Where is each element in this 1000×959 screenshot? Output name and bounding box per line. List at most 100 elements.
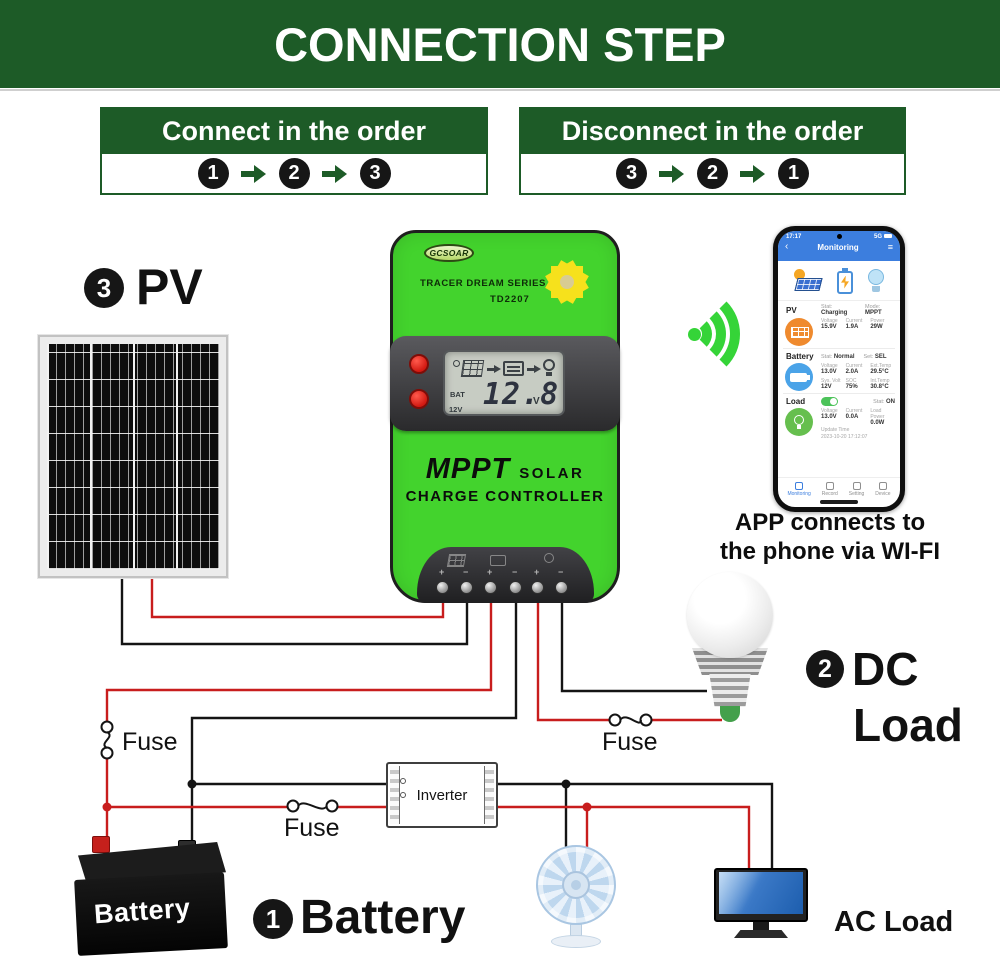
page-title: CONNECTION STEP [274, 17, 726, 71]
wifi-icon [648, 274, 774, 394]
series-label: TRACER DREAM SERIES [420, 278, 546, 289]
header-divider [0, 89, 1000, 91]
battery-card-stats: Stat: Normal Set: SEL [821, 353, 887, 360]
lcd-bulb-icon [543, 359, 555, 371]
phone-battery-icon [884, 234, 892, 239]
fan-base [551, 935, 601, 948]
arrow-right-icon [659, 164, 685, 184]
phone-header: 17:17 5G ‹ Monitoring ≡ [778, 231, 900, 261]
back-icon: ‹ [785, 241, 789, 252]
solar-label: SOLAR [519, 465, 585, 482]
lcd-arrow-icon [527, 365, 541, 374]
setting-icon [852, 482, 861, 490]
terminal-sign: + [439, 567, 445, 577]
battery-stat-value: Normal [833, 353, 855, 360]
menu-button [409, 389, 429, 409]
terminal-sign: + [487, 567, 493, 577]
fuse-inverter-symbol [286, 799, 339, 813]
solar-panel [38, 335, 228, 578]
bulb-contact-tip [720, 706, 740, 722]
smartphone: 17:17 5G ‹ Monitoring ≡ [773, 226, 905, 512]
junction-dots [102, 779, 592, 812]
step-circle: 2 [278, 158, 310, 189]
terminal-sign: − [512, 567, 518, 577]
camera-icon [837, 234, 842, 239]
battery-set-value: SEL [874, 353, 887, 360]
sun-icon [541, 256, 593, 308]
pv-card-icon [785, 318, 813, 346]
phone-nav-title: Monitoring [817, 242, 859, 252]
model-label: TD2207 [490, 294, 530, 305]
connect-order-title: Connect in the order [102, 109, 486, 154]
bulb-screw-base [709, 674, 751, 707]
brand-logo: GCSOAR [424, 244, 474, 262]
monitor-base [734, 930, 788, 938]
lcd-unit: V [533, 396, 540, 407]
load-card-icon [785, 408, 813, 436]
battery-number-badge: 1 [253, 899, 293, 939]
fuse-battery-label: Fuse [122, 728, 178, 756]
battery-card-icon [785, 363, 813, 391]
home-indicator [820, 500, 858, 504]
load-stat-value: ON [886, 398, 895, 405]
terminal-battery-icon [490, 555, 506, 566]
load-card-stats: Stat: ON [821, 397, 895, 406]
phone-status-time: 17:17 [786, 234, 802, 240]
pv-label: PV [136, 259, 203, 315]
battery-card-title: Battery [786, 352, 814, 361]
phone-status-right: 5G [874, 234, 892, 240]
inverter-label: Inverter [416, 786, 468, 804]
lcd-arrow-icon [487, 365, 501, 374]
load-update-time: Update Time 2023-10-20 17:12:07 [821, 427, 868, 440]
battery-positive-terminal [92, 836, 110, 853]
monitor-neck [753, 922, 769, 930]
fuse-dc-label: Fuse [602, 728, 658, 756]
fan-hub-center [571, 880, 581, 890]
phone-tab-bar: Monitoring Record Setting Device [778, 477, 900, 498]
inverter-terminal [400, 792, 406, 798]
menu-icon: ≡ [887, 241, 893, 252]
fuse-battery-symbol [100, 720, 114, 760]
phone-network: 5G [873, 234, 882, 240]
app-summary-icons [778, 261, 900, 301]
pv-mode-value: MPPT [865, 310, 882, 316]
step-circle: 3 [616, 158, 647, 189]
monitor-screen [719, 872, 803, 914]
fuse-dc-symbol [608, 713, 653, 727]
lcd-bat-label: BAT [450, 390, 465, 399]
disconnect-order-title: Disconnect in the order [521, 109, 904, 154]
load-card-title: Load [786, 397, 806, 406]
app-bulb-icon [867, 268, 885, 294]
dc-load-number-badge: 2 [806, 650, 844, 688]
phone-screen: 17:17 5G ‹ Monitoring ≡ [778, 231, 900, 507]
terminal-bulb-icon [544, 553, 554, 563]
arrow-right-icon [240, 164, 267, 184]
terminal-screw-load-plus [531, 581, 544, 594]
dc-load-label-line2: Load [853, 699, 963, 751]
app-battery-icon [837, 267, 853, 294]
arrow-right-icon [321, 164, 348, 184]
terminal-sign: − [463, 567, 469, 577]
pv-number-badge: 3 [84, 268, 124, 308]
step-circle: 1 [197, 158, 229, 189]
tab-device: Device [875, 482, 891, 497]
power-button [409, 354, 429, 374]
lcd-voltage-reading: 12.8 [483, 377, 560, 412]
tab-record: Record [822, 482, 838, 497]
dc-load-label-line1: DC [852, 643, 919, 695]
record-icon [825, 482, 834, 490]
monitoring-icon [795, 482, 804, 490]
terminal-screw-pv-plus [436, 581, 449, 594]
terminal-sign: + [534, 567, 540, 577]
solar-panel-cells [47, 344, 219, 569]
step-circle: 3 [359, 158, 391, 189]
pv-card-stats: Stat: Charging Mode: MPPT [821, 304, 882, 316]
battery-label: Battery [300, 891, 466, 944]
